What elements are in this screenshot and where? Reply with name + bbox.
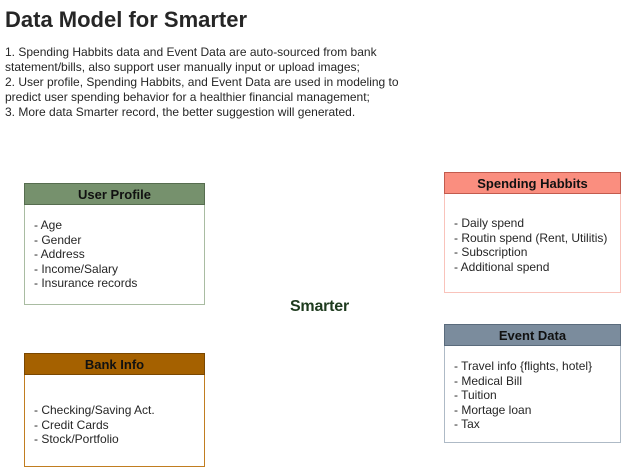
box-item: - Mortage loan (454, 402, 532, 417)
note-line: statement/bills, also support user manua… (5, 60, 360, 74)
box-item: - Stock/Portfolio (34, 432, 119, 446)
box-item: - Subscription (454, 245, 528, 259)
box-item: - Tax (454, 417, 480, 431)
notes-block: 1. Spending Habbits data and Event Data … (5, 45, 475, 120)
box-event-data: Event Data - Travel info {flights, hotel… (444, 324, 621, 443)
note-line: 2. User profile, Spending Habbits, and E… (5, 75, 399, 89)
box-spending-habbits: Spending Habbits - Daily spend - Routin … (444, 172, 621, 293)
box-item: - Address (34, 247, 85, 261)
box-item: - Additional spend (454, 259, 550, 274)
box-item: - Gender (34, 232, 82, 247)
note-line: predict user spending behavior for a hea… (5, 90, 370, 104)
box-header-event-data: Event Data (444, 324, 621, 346)
box-body-user-profile: - Age - Gender - Address - Income/Salary… (25, 205, 204, 291)
box-item: - Medical Bill (454, 373, 523, 388)
box-bank-info: Bank Info - Checking/Saving Act. - Credi… (24, 353, 205, 467)
note-line: 3. More data Smarter record, the better … (5, 105, 356, 119)
box-header-spending-habbits: Spending Habbits (444, 172, 621, 194)
box-item: - Daily spend (454, 216, 525, 230)
note-line: 1. Spending Habbits data and Event Data … (5, 45, 377, 59)
box-header-bank-info: Bank Info (24, 353, 205, 375)
box-item: - Age (34, 218, 63, 232)
box-user-profile: User Profile - Age - Gender - Address - … (24, 183, 205, 305)
box-item: - Checking/Saving Act. (34, 403, 155, 417)
box-header-user-profile: User Profile (24, 183, 205, 205)
box-item: - Tuition (454, 388, 497, 402)
box-item: - Credit Cards (34, 417, 109, 432)
box-body-event-data: - Travel info {flights, hotel} - Medical… (445, 346, 620, 432)
box-item: - Income/Salary (34, 261, 119, 276)
page-title: Data Model for Smarter (5, 7, 248, 32)
box-body-spending-habbits: - Daily spend - Routin spend (Rent, Util… (445, 194, 620, 274)
smarter-center-node: Smarter (287, 295, 352, 318)
box-item: - Routin spend (Rent, Utilitis) (454, 230, 608, 245)
box-item: - Insurance records (34, 276, 138, 290)
box-item: - Travel info {flights, hotel} (454, 359, 593, 373)
box-body-bank-info: - Checking/Saving Act. - Credit Cards - … (25, 375, 204, 447)
